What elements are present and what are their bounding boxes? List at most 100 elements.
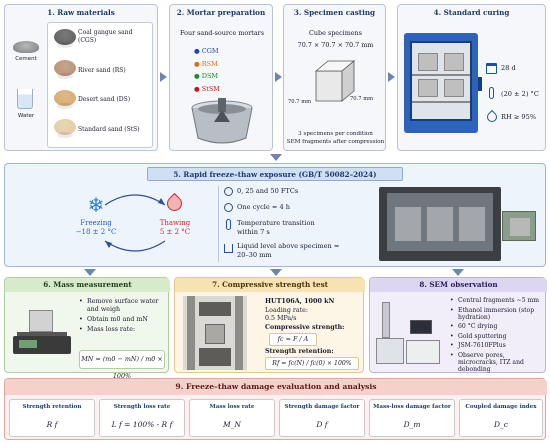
panel-title: 5. Rapid freeze–thaw exposure (GB/T 5008… — [173, 170, 377, 179]
panel-title: 3. Specimen casting — [293, 8, 376, 17]
sand-label: River sand (RS) — [78, 67, 126, 74]
curing-days: 28 d — [501, 64, 516, 72]
specimen-closeup-image — [502, 211, 536, 241]
panel-title-bar: 9. Freeze–thaw damage evaluation and ana… — [5, 379, 547, 395]
panel-specimen-casting: 3. Specimen casting Cube specimens 70.7 … — [283, 4, 386, 151]
temperature-icon — [226, 219, 231, 230]
loading-rate-value: 0.5 MPa/s — [265, 315, 297, 322]
sem-instrument-image — [376, 300, 444, 368]
indicator-formula: M_N — [223, 419, 241, 429]
compressive-strength-label: Compressive strength: — [265, 324, 345, 331]
arrow-down-icon — [452, 269, 464, 276]
mass-step: Remove surface water and weigh — [79, 298, 167, 314]
panel-title: 7. Compressive strength test — [212, 280, 328, 289]
panel-title-bar: 7. Compressive strength test — [175, 278, 365, 292]
panel-mass-measurement: 6. Mass measurement Remove surface water… — [4, 277, 170, 380]
panel-mortar-preparation: 2. Mortar preparation Four sand-source m… — [169, 4, 273, 151]
sem-step: JSM-7610FPlus — [450, 342, 544, 350]
cement-image — [13, 39, 39, 53]
specimen-subtitle: Cube specimens — [309, 29, 362, 37]
cement-label: Cement — [15, 56, 37, 62]
compressive-strength-formula: fc = F / A — [269, 333, 317, 346]
dimension-label-right: 70.7 mm — [350, 96, 374, 102]
specimen-note: 3 specimens per condition — [298, 131, 373, 137]
panel-title: 1. Raw materials — [47, 8, 115, 17]
sem-step: Gold sputtering — [450, 333, 544, 341]
mortar-item: ● RSM — [194, 59, 218, 68]
panel-standard-curing: 4. Standard curing 28 d (20 ± 2) °C RH ≥… — [397, 4, 546, 151]
strength-retention-formula: Rf = fc(N) / fc(0) × 100% — [265, 357, 359, 370]
indicator-formula: R f — [46, 419, 58, 429]
arrow-down-icon — [84, 269, 96, 276]
ft-item: Temperature transition within 7 s — [237, 219, 315, 236]
arrow-down-icon — [270, 269, 282, 276]
sand-label: Coal gangue sand (CGS) — [78, 29, 133, 45]
standard-sand-image — [54, 119, 76, 138]
sem-step: Ethanol immersion (stop hydration) — [450, 307, 544, 322]
water-label: Water — [17, 113, 35, 119]
specimen-size: 70.7 × 70.7 × 70.7 mm — [297, 41, 374, 49]
indicator-formula: D_m — [403, 419, 421, 429]
dimension-label-left: 70.7 mm — [288, 99, 312, 105]
sand-list: Coal gangue sand (CGS) River sand (RS) D… — [47, 22, 153, 148]
panel-sem-observation: 8. SEM observation Central fragments ~5 … — [369, 277, 547, 376]
balance-image — [11, 308, 73, 360]
freeze-thaw-chamber-image — [379, 187, 501, 261]
panel-title: 2. Mortar preparation — [176, 8, 266, 17]
freeze-thaw-cycle-diagram — [104, 194, 166, 252]
panel-title: 4. Standard curing — [433, 8, 510, 17]
arrow-right-icon — [160, 72, 167, 82]
river-sand-image — [54, 60, 76, 79]
sem-step: Observe pores, microcracks, ITZ and debo… — [450, 352, 544, 374]
panel-title: 6. Mass measurement — [43, 280, 132, 289]
panel-title-bar: 6. Mass measurement — [5, 278, 170, 292]
ft-item: Liquid level above specimen ≈ 20–30 mm — [237, 242, 340, 259]
calendar-icon — [486, 63, 497, 74]
panel-freeze-thaw: 5. Rapid freeze–thaw exposure (GB/T 5008… — [4, 163, 546, 267]
panel-raw-materials: 1. Raw materials Cement Water Coal gangu… — [4, 4, 158, 151]
panel-subtitle: Four sand-source mortars — [180, 29, 264, 37]
humidity-drop-icon — [484, 109, 500, 125]
indicator-name: Strength damage factor — [284, 404, 360, 410]
mass-loss-formula: MN = (m0 − mN) / m0 × 100% — [79, 350, 165, 380]
water-glass-image — [17, 89, 33, 109]
mass-steps-list: Remove surface water and weigh Obtain m0… — [79, 298, 167, 336]
loading-rate-label: Loading rate: — [265, 307, 309, 314]
machine-model: HUT106A, 1000 kN — [265, 297, 335, 305]
indicator-formula: L f = 100% - R f — [111, 419, 173, 429]
indicator-formula: D_c — [494, 419, 508, 429]
sand-label: Desert sand (DS) — [78, 96, 131, 103]
panel-damage-evaluation: 9. Freeze–thaw damage evaluation and ana… — [4, 378, 547, 440]
sem-step: 60 °C drying — [450, 323, 544, 331]
panel-title: 8. SEM observation — [419, 280, 498, 289]
ft-item: One cycle ≈ 4 h — [237, 203, 291, 211]
sem-steps-list: Central fragments ~5 mm Ethanol immersio… — [450, 297, 544, 376]
compression-machine-image — [183, 296, 247, 370]
ft-item: 0, 25 and 50 FTCs — [237, 187, 299, 195]
sem-step: Central fragments ~5 mm — [450, 297, 544, 305]
panel-title: 9. Freeze–thaw damage evaluation and ana… — [175, 382, 377, 391]
curing-chamber-image — [404, 33, 482, 133]
cycle-icon — [224, 187, 233, 196]
clock-icon — [224, 203, 233, 212]
thermometer-icon — [489, 87, 494, 99]
indicator-card: Strength retention R f — [9, 399, 95, 437]
indicator-formula: D f — [316, 419, 328, 429]
indicator-card: Strength damage factor D f — [279, 399, 365, 437]
arrow-right-icon — [388, 72, 395, 82]
arrow-right-icon — [275, 72, 282, 82]
thawing-temperature: 5 ± 2 °C — [159, 228, 191, 236]
panel-title-bar: 5. Rapid freeze–thaw exposure (GB/T 5008… — [147, 167, 403, 181]
sand-label: Standard sand (StS) — [78, 126, 140, 133]
desert-sand-image — [54, 90, 76, 109]
mortar-item: ● DSM — [194, 72, 219, 80]
cube-specimen-image — [314, 60, 356, 102]
snowflake-icon: ❄ — [87, 192, 105, 217]
freezing-label: Freezing — [80, 219, 112, 227]
indicator-name: Mass-loss damage factor — [373, 404, 451, 410]
indicator-name: Strength retention — [22, 404, 82, 410]
